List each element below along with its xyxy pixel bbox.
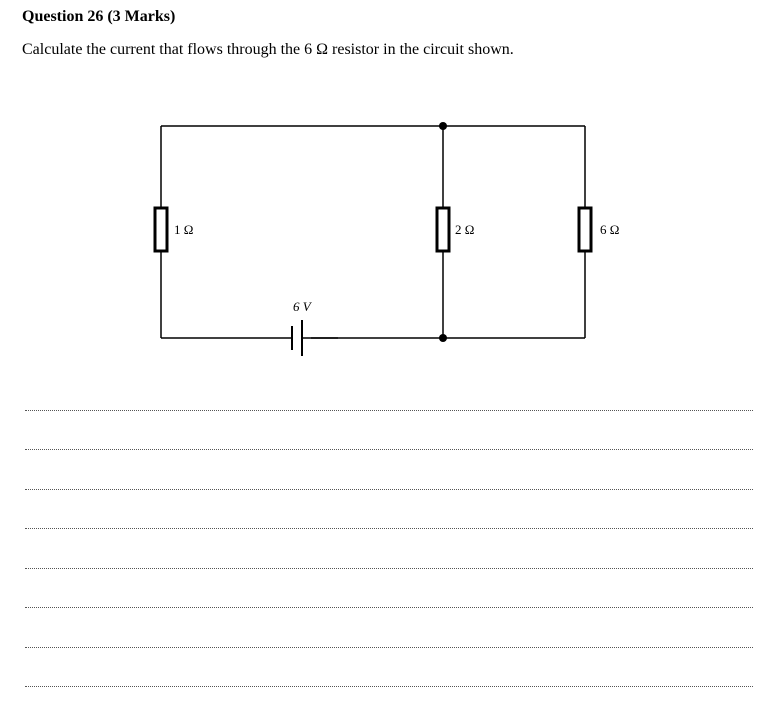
resistor-6-ohm — [577, 206, 593, 253]
answer-line[interactable] — [25, 686, 753, 687]
answer-line[interactable] — [25, 528, 753, 529]
resistor-2-ohm — [435, 206, 451, 253]
question-heading: Question 26 (3 Marks) — [22, 8, 176, 25]
circuit-diagram: 1 Ω 2 Ω 6 Ω 6 V — [153, 122, 619, 356]
battery-label: 6 V — [293, 299, 313, 314]
junction-dot-top — [439, 122, 447, 130]
resistor-2-label: 2 Ω — [455, 222, 474, 237]
answer-lines — [25, 0, 753, 701]
question-text: Calculate the current that flows through… — [22, 41, 514, 58]
junction-dot-bottom — [439, 334, 447, 342]
answer-line[interactable] — [25, 449, 753, 450]
resistor-1-ohm — [153, 206, 169, 253]
answer-line[interactable] — [25, 647, 753, 648]
answer-line[interactable] — [25, 410, 753, 411]
answer-line[interactable] — [25, 568, 753, 569]
answer-line[interactable] — [25, 489, 753, 490]
resistor-6-label: 6 Ω — [600, 222, 619, 237]
battery-symbol — [266, 320, 338, 356]
resistor-1-label: 1 Ω — [174, 222, 193, 237]
answer-line[interactable] — [25, 607, 753, 608]
